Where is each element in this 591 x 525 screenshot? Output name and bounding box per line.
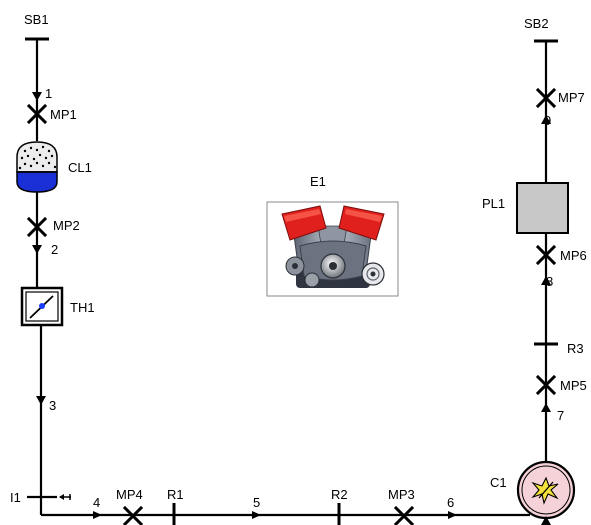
pipe-label: 1 [45, 86, 52, 101]
pipe-labels: 1 2 3 4 5 6 7 8 9 [45, 86, 564, 510]
compressor-spark-icon [531, 476, 559, 505]
component-label: R2 [331, 487, 348, 502]
pipe-label: 6 [447, 495, 454, 510]
measurement-point-mp2[interactable]: MP2 [26, 216, 80, 238]
component-label: R3 [567, 341, 584, 356]
component-label: MP3 [388, 487, 415, 502]
flow-arrow-down-icon [32, 92, 42, 101]
pipe-label: 4 [93, 495, 100, 510]
filter-dots-icon [18, 145, 57, 170]
inlet-i1[interactable]: I1 [10, 490, 71, 505]
cooler-reservoir [16, 171, 58, 193]
flow-arrow-right-icon [448, 511, 457, 519]
measurement-point-mp1[interactable]: MP1 [26, 103, 77, 125]
throttle-pivot-icon [39, 303, 45, 309]
component-label: TH1 [70, 300, 95, 315]
component-label: MP7 [558, 90, 585, 105]
component-label: C1 [490, 475, 507, 490]
pipe-label: 2 [51, 242, 58, 257]
restriction-r2[interactable]: R2 [331, 487, 348, 525]
component-label: MP4 [116, 487, 143, 502]
pipe-label: 9 [544, 113, 551, 128]
component-label: PL1 [482, 196, 505, 211]
component-label: CL1 [68, 160, 92, 175]
inlet-arrow-icon [59, 494, 64, 500]
compressor-c1[interactable]: C1 [490, 460, 576, 525]
measurement-point-mp7[interactable]: MP7 [535, 87, 585, 109]
component-label: SB2 [524, 16, 549, 31]
pipe-label: 5 [253, 495, 260, 510]
pipe-label: 8 [546, 274, 553, 289]
measurement-point-mp5[interactable]: MP5 [535, 374, 587, 396]
system-boundary-sb2[interactable]: SB2 [524, 16, 558, 43]
plenum-pl1[interactable]: PL1 [482, 182, 569, 234]
component-label: I1 [10, 490, 21, 505]
component-label: MP2 [53, 218, 80, 233]
flow-arrow-up-icon [541, 115, 551, 124]
engine-icon [281, 205, 385, 288]
flow-arrow-up-icon [541, 403, 551, 412]
component-label: R1 [167, 487, 184, 502]
component-label: MP1 [50, 107, 77, 122]
flow-arrow-down-icon [36, 396, 46, 405]
flow-arrow-down-icon [32, 245, 42, 254]
restriction-r1[interactable]: R1 [167, 487, 184, 525]
plenum-box [516, 182, 569, 234]
measurement-point-mp6[interactable]: MP6 [535, 244, 587, 266]
flow-arrow-up-icon [541, 276, 551, 285]
component-label: MP5 [560, 378, 587, 393]
flow-arrow-right-icon [252, 511, 261, 519]
measurement-point-mp4[interactable]: MP4 [116, 487, 144, 525]
filter-media [16, 141, 58, 173]
air-cleaner-cl1[interactable]: CL1 [16, 141, 92, 193]
component-label: SB1 [24, 12, 49, 27]
throttle-th1[interactable]: TH1 [20, 286, 95, 327]
pipe-label: 3 [49, 398, 56, 413]
flow-arrow-right-icon [93, 511, 102, 519]
engine-e1[interactable]: E1 [266, 174, 399, 297]
measurement-point-mp3[interactable]: MP3 [388, 487, 415, 525]
restriction-r3[interactable]: R3 [534, 341, 584, 356]
system-boundary-sb1[interactable]: SB1 [24, 12, 49, 41]
pipe-label: 7 [557, 408, 564, 423]
component-label: MP6 [560, 248, 587, 263]
component-label: E1 [310, 174, 326, 189]
flow-arrows [32, 92, 551, 519]
